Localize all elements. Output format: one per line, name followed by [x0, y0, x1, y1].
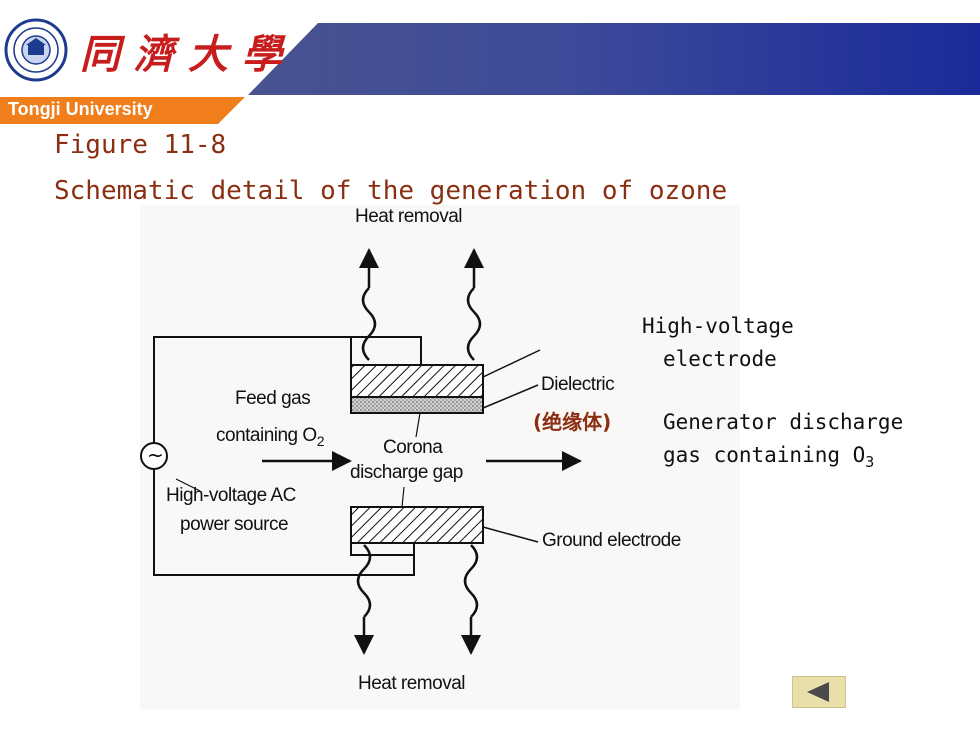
header-band — [248, 23, 980, 95]
ac-source-icon — [140, 442, 168, 470]
ozone-generator-diagram — [140, 205, 740, 710]
hv-electrode-label-line1: High-voltage — [642, 314, 794, 338]
back-triangle-icon — [807, 682, 829, 702]
circuit-wire — [153, 336, 351, 443]
dielectric-label: Dielectric — [541, 374, 615, 395]
heat-arrow-top-left — [359, 248, 379, 361]
ac-source-label: High-voltage AC — [166, 485, 296, 506]
heat-removal-top-label: Heat removal — [355, 206, 463, 227]
logo-chinese-name: 同濟大學 — [80, 31, 296, 78]
back-button[interactable] — [792, 676, 846, 708]
corona-label: Corona — [383, 437, 443, 458]
figure-number: Figure 11-8 — [54, 130, 227, 160]
discharge-gap-label: discharge gap — [350, 462, 463, 483]
hv-electrode-label-line2: electrode — [663, 347, 777, 371]
power-source-label: power source — [180, 514, 289, 535]
high-voltage-electrode — [350, 364, 484, 398]
figure-title: Schematic detail of the generation of oz… — [54, 176, 728, 206]
heat-arrow-bottom-left — [354, 544, 374, 655]
heat-arrow-top-right — [464, 248, 484, 361]
dielectric-layer — [350, 396, 484, 414]
heat-arrow-bottom-right — [461, 544, 481, 655]
ground-electrode-label: Ground electrode — [542, 530, 681, 551]
heat-removal-bottom-label: Heat removal — [358, 673, 466, 694]
feed-gas-o2-label: containing O2 — [216, 425, 325, 449]
university-seal-icon — [4, 18, 68, 82]
university-name: Tongji University — [8, 99, 153, 119]
ac-wave-symbol: ~ — [147, 443, 164, 467]
generator-label-line2: gas containing O3 — [663, 443, 875, 472]
ground-electrode — [350, 506, 484, 544]
insulator-cn-note: (绝缘体) — [533, 410, 612, 434]
university-name-tab — [0, 97, 245, 124]
feed-gas-label: Feed gas — [235, 388, 311, 409]
generator-label-line1: Generator discharge — [663, 410, 904, 434]
